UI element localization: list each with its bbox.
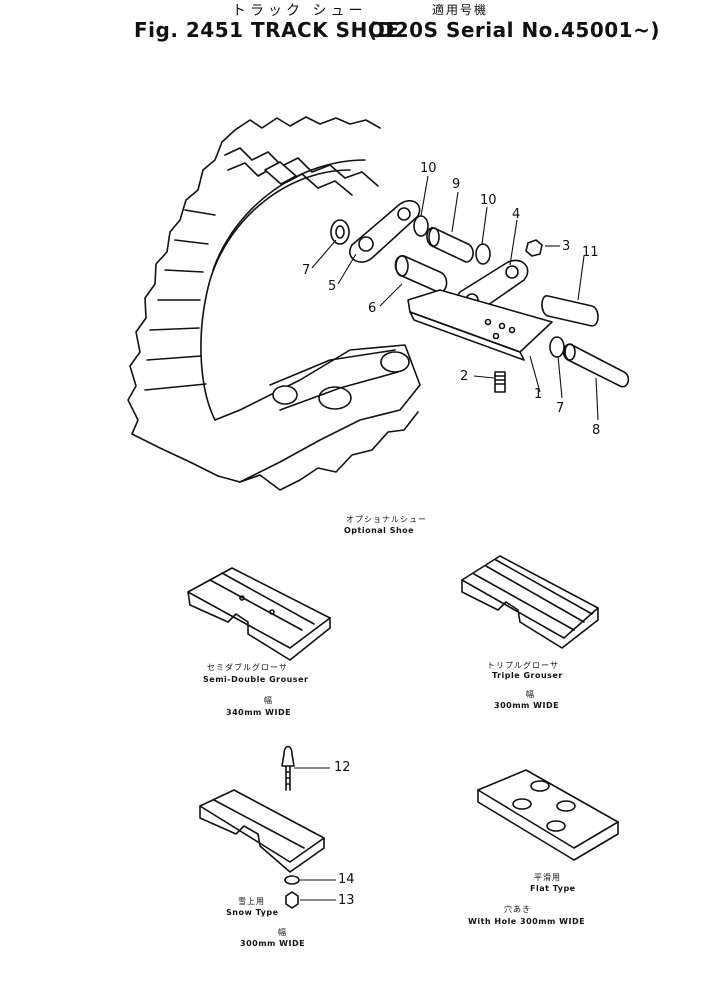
optional-shoe-jp: オプショナルシュー: [346, 515, 427, 524]
model-serial: (D20S Serial No.45001~): [368, 18, 660, 42]
callout-13: 13: [338, 893, 355, 908]
triple-grouser-illustration: [461, 555, 599, 649]
optional-shoe-en: Optional Shoe: [344, 526, 415, 535]
applicable-label-japanese: 適用号機: [432, 3, 489, 17]
snow-type-jp: 雪上用: [238, 897, 265, 906]
callout-11: 11: [582, 245, 599, 260]
snow-width-jp: 幅: [278, 928, 287, 937]
triple-width: 300mm WIDE: [494, 701, 560, 710]
callout-2: 2: [460, 369, 469, 384]
callout-7-lower: 7: [556, 401, 565, 416]
flat-type-illustration: [477, 769, 619, 861]
part-7-seal-ring: [330, 219, 350, 245]
part-9-bushing: [426, 227, 474, 263]
part-3-nut: [525, 239, 543, 257]
callout-7-upper: 7: [302, 263, 311, 278]
part-10-ring-left: [413, 215, 429, 237]
callout-8: 8: [592, 423, 601, 438]
callout-9: 9: [452, 177, 461, 192]
title-japanese: トラック シュー: [232, 3, 367, 19]
flat-type-en: Flat Type: [530, 884, 576, 893]
callout-10-left: 10: [420, 161, 437, 176]
triple-grouser-en: Triple Grouser: [492, 671, 563, 680]
callout-6: 6: [368, 301, 377, 316]
callout-12: 12: [334, 760, 351, 775]
figure-title: Fig. 2451 TRACK SHOE: [134, 18, 400, 42]
semi-double-width-jp: 幅: [264, 696, 273, 705]
with-hole-jp: 穴あき: [504, 905, 531, 914]
callout-3: 3: [562, 239, 571, 254]
part-7-seal-ring-lower: [549, 336, 565, 358]
snow-type-en: Snow Type: [226, 908, 279, 917]
part-10-ring-right: [475, 243, 491, 265]
with-hole-width: With Hole 300mm WIDE: [468, 917, 586, 926]
part-11-pin: [541, 295, 599, 327]
callout-1: 1: [534, 387, 543, 402]
snow-width: 300mm WIDE: [240, 939, 306, 948]
triple-grouser-jp: トリプルグローサ: [487, 661, 559, 670]
callout-5: 5: [328, 279, 337, 294]
semi-double-width: 340mm WIDE: [226, 708, 292, 717]
part-2-bolt: [494, 371, 506, 393]
callout-14: 14: [338, 872, 355, 887]
leader-lines: [311, 175, 599, 421]
exploded-parts: [330, 200, 630, 393]
part-1-shoe-plate: [407, 289, 553, 353]
track-assembly-illustration: [127, 116, 421, 491]
semi-double-grouser-illustration: [187, 567, 331, 661]
snow-type-illustration: [199, 745, 336, 909]
callout-10-right: 10: [480, 193, 497, 208]
part-6-bushing: [394, 255, 448, 293]
callout-4: 4: [512, 207, 521, 222]
semi-double-jp: セミダブルグローサ: [207, 663, 288, 672]
semi-double-en: Semi-Double Grouser: [203, 675, 309, 684]
triple-width-jp: 幅: [526, 690, 535, 699]
flat-type-jp: 平滑用: [534, 873, 561, 882]
